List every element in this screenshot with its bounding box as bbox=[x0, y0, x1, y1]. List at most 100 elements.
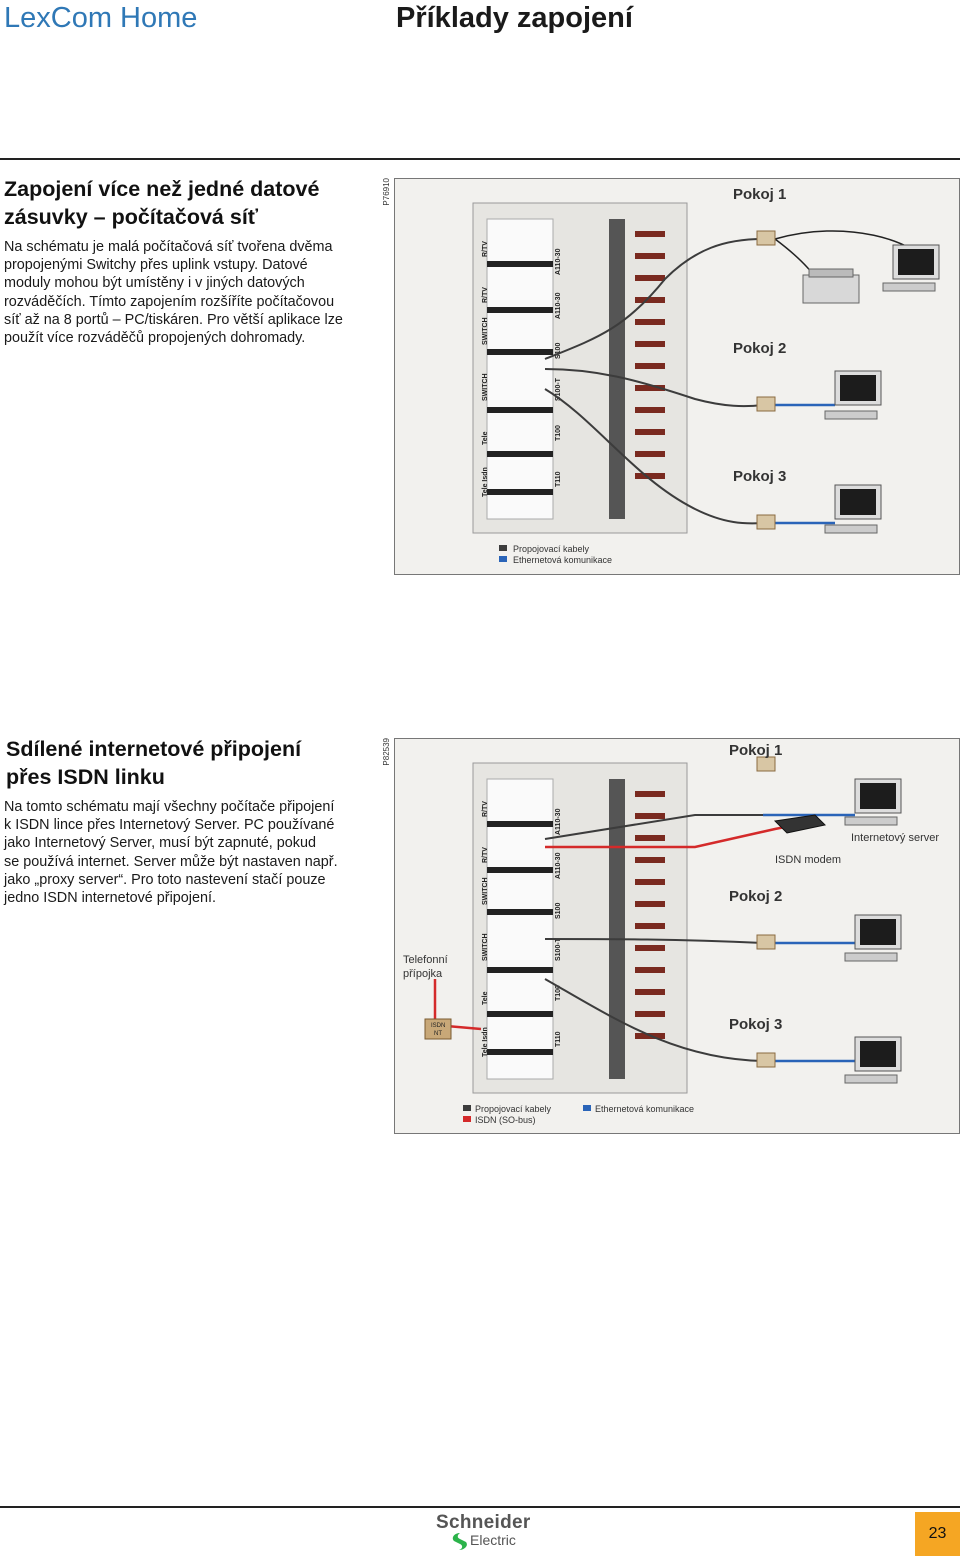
room-label: Pokoj 2 bbox=[733, 340, 786, 357]
diagram-2-svg: R/TV R/TV SWITCH SWITCH Tele Tele Isdn A… bbox=[403, 742, 939, 1125]
legend-label: Ethernetová komunikace bbox=[595, 1104, 694, 1114]
room-label: Pokoj 2 bbox=[729, 888, 782, 905]
body-line: jako Internetový Server, musí být zapnut… bbox=[4, 835, 316, 852]
module-label: Tele Isdn bbox=[482, 1027, 489, 1057]
socket-icon bbox=[756, 396, 776, 412]
module-label: SWITCH bbox=[482, 877, 489, 905]
figure-code: P76910 bbox=[382, 178, 391, 206]
module-label: R/TV bbox=[482, 287, 489, 303]
legend-label: ISDN (SO-bus) bbox=[475, 1115, 536, 1125]
module-code: T110 bbox=[555, 471, 562, 487]
brand-title: LexCom Home bbox=[4, 2, 198, 34]
legend-swatch bbox=[499, 556, 507, 562]
cable bbox=[544, 388, 764, 525]
modem-icon bbox=[773, 814, 827, 834]
module-label: R/TV bbox=[482, 241, 489, 257]
room-label: Pokoj 1 bbox=[729, 742, 782, 759]
legend-swatch bbox=[463, 1105, 471, 1111]
printer-icon bbox=[802, 268, 860, 304]
module-code: T100 bbox=[555, 425, 562, 441]
modem-label: ISDN modem bbox=[775, 854, 841, 866]
module-label: Tele bbox=[482, 431, 489, 445]
module-code: S100-T bbox=[555, 937, 562, 961]
body-line: síť až na 8 portů – PC/tiskáren. Pro vět… bbox=[4, 311, 343, 328]
legend-swatch bbox=[463, 1116, 471, 1122]
socket-icon bbox=[756, 1052, 776, 1068]
computer-icon bbox=[844, 1036, 902, 1084]
diagram-1-svg: R/TV R/TV SWITCH SWITCH Tele Tele Isdn A… bbox=[472, 186, 940, 565]
module-label: R/TV bbox=[482, 801, 489, 817]
logo-subtitle: Electric bbox=[470, 1532, 516, 1548]
module-label: Tele bbox=[482, 991, 489, 1005]
section2-heading: Sdílené internetové připojení přes ISDN … bbox=[6, 735, 301, 791]
logo-name: Schneider bbox=[436, 1512, 531, 1533]
computer-icon bbox=[844, 914, 902, 962]
cable bbox=[544, 238, 764, 360]
room-label: Pokoj 3 bbox=[729, 1016, 782, 1033]
body-line: jedno ISDN internetové připojení. bbox=[4, 890, 216, 907]
body-line: se používá internet. Server může být nas… bbox=[4, 853, 338, 870]
figure-code: P82539 bbox=[382, 738, 391, 766]
legend-swatch bbox=[583, 1105, 591, 1111]
room-label: Pokoj 1 bbox=[733, 186, 786, 203]
header-divider bbox=[0, 158, 960, 160]
telephone-label: přípojka bbox=[403, 968, 443, 980]
module-code: A110-30 bbox=[555, 808, 562, 835]
module-code: S100 bbox=[555, 343, 562, 359]
isdn-nt-box bbox=[424, 1018, 452, 1040]
section2-heading-line: Sdílené internetové připojení bbox=[6, 737, 302, 761]
socket-icon bbox=[756, 230, 776, 246]
body-line: moduly mohou být umístěny i v jiných dat… bbox=[4, 275, 305, 292]
body-line: k ISDN lince přes Internetový Server. PC… bbox=[4, 817, 335, 834]
socket-icon bbox=[756, 756, 776, 772]
legend-label: Propojovací kabely bbox=[513, 544, 590, 554]
isdn-box-label: NT bbox=[434, 1031, 442, 1037]
body-line: jako „proxy server“. Pro toto nastevení … bbox=[4, 871, 326, 888]
isdn-box-label: ISDN bbox=[431, 1023, 445, 1029]
body-line: propojenými Switchy přes uplink vstupy. … bbox=[4, 257, 308, 274]
cable bbox=[544, 368, 764, 408]
section1-heading-line: zásuvky – počítačová síť bbox=[4, 205, 259, 229]
server-label: Internetový server bbox=[851, 832, 939, 844]
socket-icon bbox=[756, 934, 776, 950]
module-code: S100 bbox=[555, 903, 562, 919]
logo-icon bbox=[452, 1533, 467, 1550]
distribution-panel bbox=[486, 778, 554, 1080]
network-diagram-2: R/TV R/TV SWITCH SWITCH Tele Tele Isdn A… bbox=[394, 738, 960, 1134]
section2-heading-line: přes ISDN linku bbox=[6, 765, 165, 789]
legend-swatch bbox=[499, 545, 507, 551]
module-label: SWITCH bbox=[482, 933, 489, 961]
module-label: Tele Isdn bbox=[482, 467, 489, 497]
legend-label: Propojovací kabely bbox=[475, 1104, 552, 1114]
network-diagram-1: R/TV R/TV SWITCH SWITCH Tele Tele Isdn A… bbox=[394, 178, 960, 575]
body-line: Na tomto schématu mají všechny počítače … bbox=[4, 799, 335, 815]
module-code: T100 bbox=[555, 985, 562, 1001]
body-line: Na schématu je malá počítačová síť tvoře… bbox=[4, 239, 333, 255]
footer-divider bbox=[0, 1506, 960, 1508]
cable bbox=[544, 814, 763, 840]
module-code: A110-30 bbox=[555, 852, 562, 879]
section1-heading-line: Zapojení více než jedné datové bbox=[4, 177, 320, 201]
socket-icon bbox=[756, 514, 776, 530]
module-label: R/TV bbox=[482, 847, 489, 863]
section1-heading: Zapojení více než jedné datové zásuvky –… bbox=[4, 175, 319, 231]
cable bbox=[544, 938, 764, 944]
module-code: A110-30 bbox=[555, 292, 562, 319]
module-label: SWITCH bbox=[482, 373, 489, 401]
computer-icon bbox=[824, 484, 882, 534]
module-code: T110 bbox=[555, 1031, 562, 1047]
module-label: SWITCH bbox=[482, 317, 489, 345]
section1-body: Na schématu je malá počítačová síť tvoře… bbox=[4, 238, 343, 347]
distribution-panel bbox=[486, 218, 554, 520]
cable bbox=[544, 978, 764, 1062]
page-number: 23 bbox=[915, 1512, 960, 1556]
telephone-label: Telefonní bbox=[403, 954, 448, 966]
page-title: Příklady zapojení bbox=[396, 2, 633, 34]
room-label: Pokoj 3 bbox=[733, 468, 786, 485]
computer-icon bbox=[882, 244, 940, 292]
section2-body: Na tomto schématu mají všechny počítače … bbox=[4, 798, 338, 907]
module-code: A110-30 bbox=[555, 248, 562, 275]
computer-icon bbox=[844, 778, 902, 826]
body-line: rozváděčích. Tímto zapojením rozšíříte p… bbox=[4, 293, 335, 310]
legend-label: Ethernetová komunikace bbox=[513, 555, 612, 565]
